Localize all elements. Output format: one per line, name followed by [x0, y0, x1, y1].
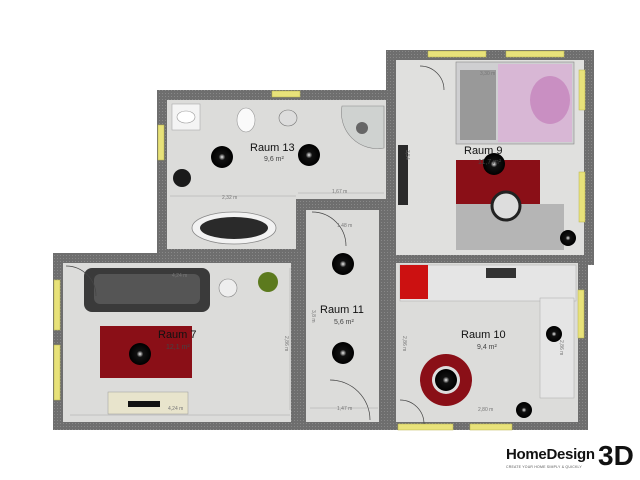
dimension-label: 1,67 m — [332, 189, 347, 195]
lamp — [211, 146, 233, 168]
homedesign3d-logo: HomeDesign 3D CREATE YOUR HOME SIMPLY & … — [506, 440, 634, 476]
dimension-lines — [70, 192, 384, 416]
lamp — [129, 343, 151, 365]
room-9-name: Raum 9 — [464, 145, 503, 157]
windows — [53, 50, 586, 431]
dimension-label: 4,24 m — [168, 406, 183, 412]
chair — [490, 190, 522, 222]
lamp — [332, 342, 354, 364]
room-11-area: 5,6 m² — [334, 319, 355, 326]
dimension-label: 4,24 m — [172, 273, 187, 279]
lamp — [435, 369, 457, 391]
dimension-label: 2,86 m — [558, 340, 564, 355]
logo-3d: 3D — [598, 440, 634, 471]
dimension-label: 1,48 m — [337, 223, 352, 229]
dimension-texts: 2,32 m 1,67 m 1,48 m 4,24 m 1,47 m 4,24 … — [168, 71, 564, 413]
dimension-label: 2,86 m — [283, 336, 289, 351]
room-10-area: 9,4 m² — [477, 344, 498, 351]
dimension-label: 1,47 m — [337, 406, 352, 412]
logo-tagline: CREATE YOUR HOME SIMPLY & QUICKLY — [506, 465, 582, 469]
lamp — [483, 153, 505, 175]
toilet — [236, 107, 256, 133]
room-13-name: Raum 13 — [250, 142, 295, 154]
dimension-label: 2,80 m — [478, 407, 493, 413]
lamp — [560, 230, 576, 246]
room-9-area: 11,7 m² — [478, 159, 502, 166]
dimension-label: 2,32 m — [222, 195, 237, 201]
lamp — [516, 402, 532, 418]
lamp — [298, 144, 320, 166]
room-labels: Raum 13 9,6 m² Raum 9 11,7 m² Raum 7 12,… — [158, 142, 506, 351]
room-11-floor — [306, 210, 379, 422]
doors — [65, 65, 445, 425]
room-7-name: Raum 7 — [158, 329, 197, 341]
room-10-name: Raum 10 — [461, 329, 506, 341]
sink-bowl — [278, 109, 298, 127]
room-13-fixtures — [171, 103, 385, 245]
room-9-furniture — [398, 61, 575, 250]
dimension-label: 3,54 — [404, 150, 410, 160]
ceiling-lamps — [129, 144, 576, 418]
room-11-name: Raum 11 — [320, 304, 364, 316]
lamp — [546, 326, 562, 342]
dimension-label: 2,86 m — [401, 336, 407, 351]
logo-text: HomeDesign — [506, 446, 595, 463]
lamp — [332, 253, 354, 275]
room-13-area: 9,6 m² — [264, 156, 285, 163]
fridge — [400, 265, 428, 299]
dimension-label: 3,30 m — [480, 71, 495, 77]
plant — [258, 272, 278, 292]
room-7-area: 12,1 m² — [166, 344, 190, 351]
dimension-label: 3,8 m — [310, 310, 316, 323]
side-table — [218, 278, 238, 298]
room-7-furniture — [84, 268, 278, 415]
